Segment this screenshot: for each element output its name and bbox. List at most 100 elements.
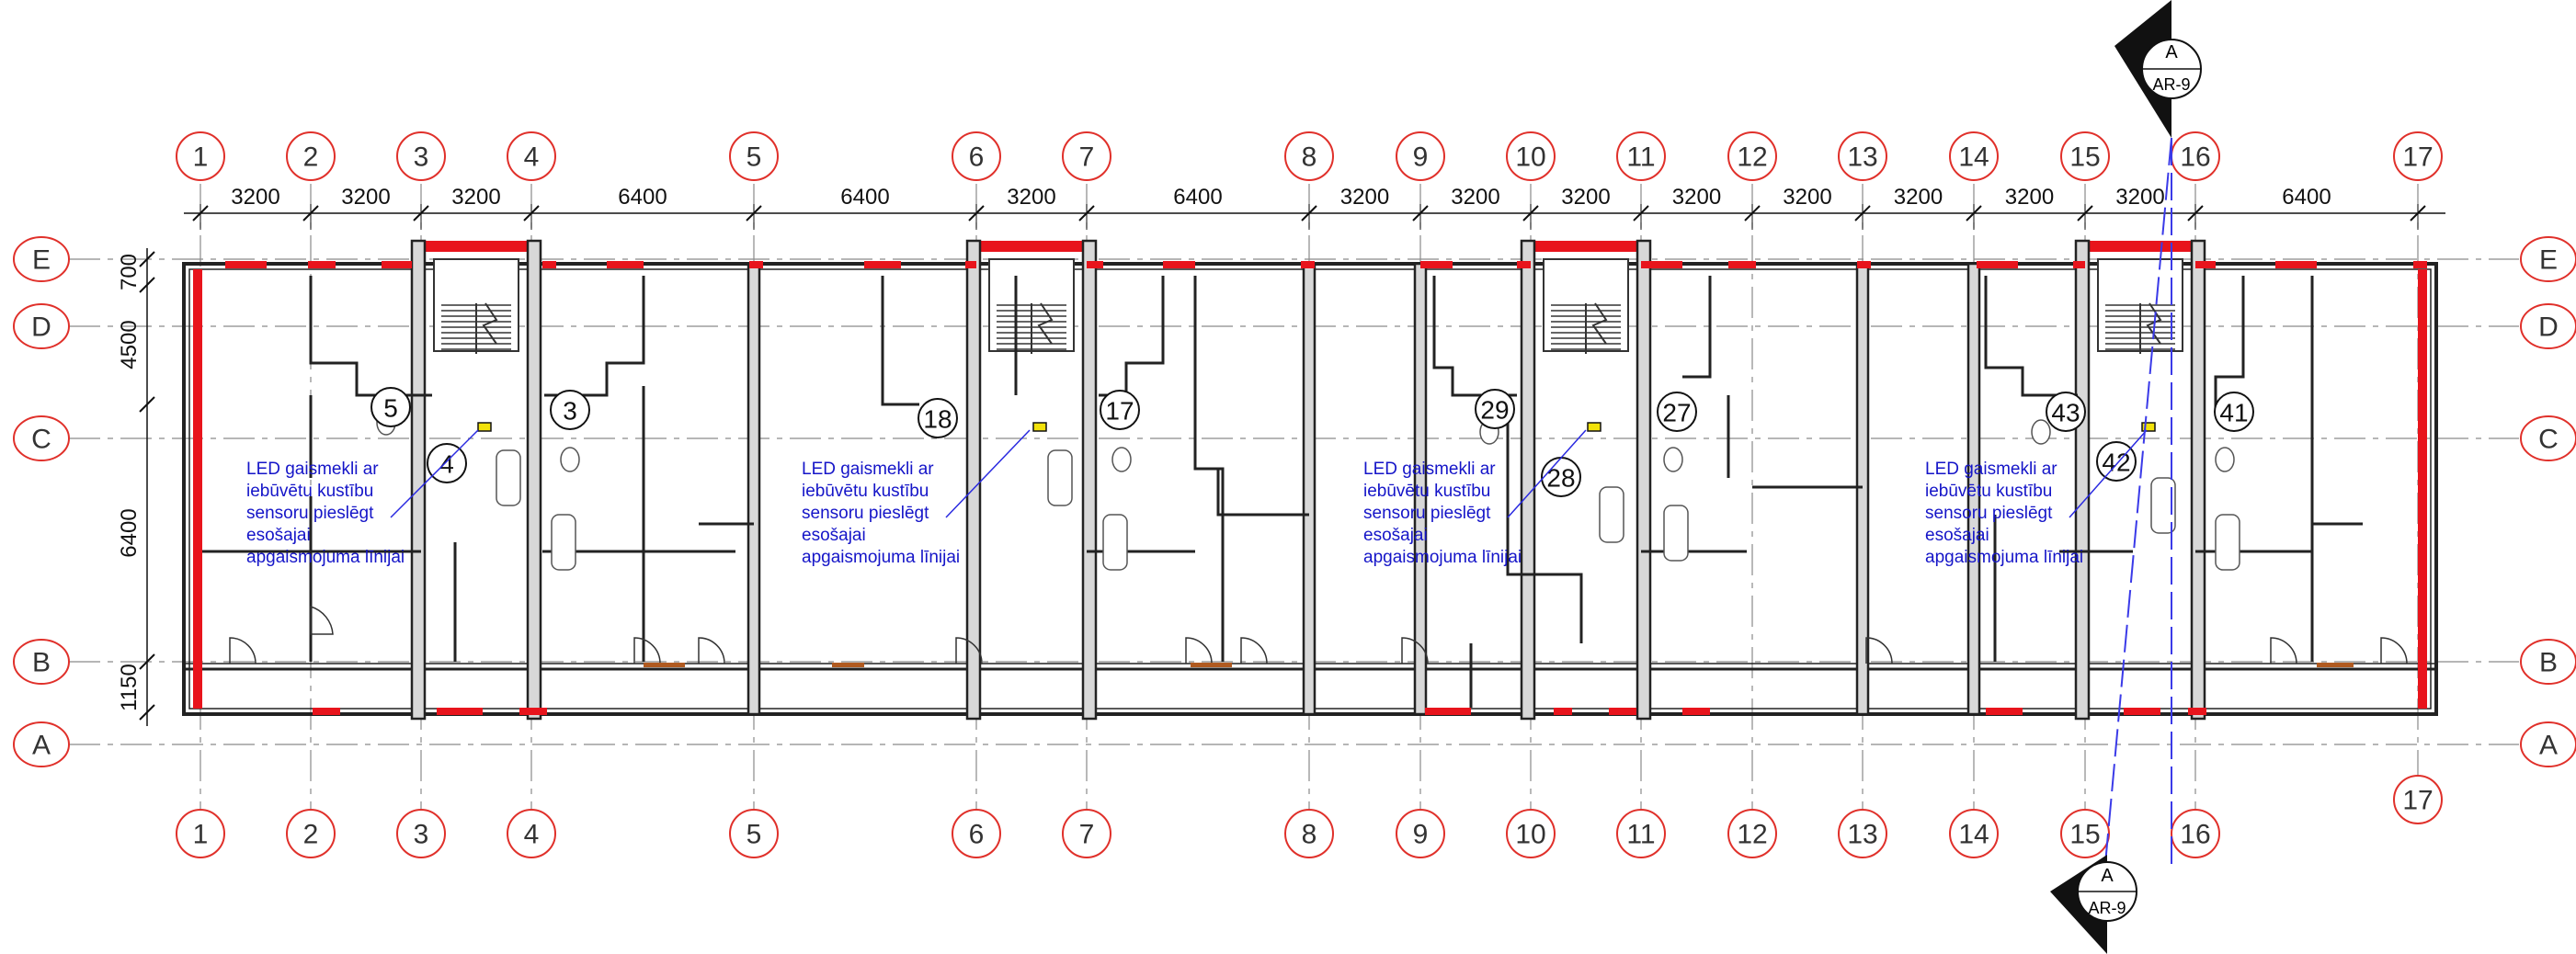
- grid-col-label: 16: [2180, 142, 2210, 173]
- note-line: apgaismojuma līnijai: [246, 548, 405, 567]
- interior-partition: [2214, 276, 2245, 414]
- stair-core: [2074, 239, 2206, 721]
- stair-core: [410, 239, 542, 721]
- partition-wall: [1966, 262, 1981, 716]
- dimension-label: 3200: [1007, 185, 1055, 210]
- grid-col-label: 12: [1737, 820, 1767, 850]
- grid-bubble-col-bottom: 6: [952, 809, 1001, 858]
- grid-col-label: 13: [1847, 820, 1877, 850]
- grid-col-label: 2: [303, 142, 319, 173]
- door-swing: [310, 605, 334, 635]
- grid-bubble-col-bottom: 3: [396, 809, 446, 858]
- grid-col-label: 4: [524, 820, 540, 850]
- grid-col-label: 16: [2180, 820, 2210, 850]
- interior-partition: [1682, 276, 1712, 379]
- note-line: esošajai: [1363, 526, 1428, 545]
- interior-partition: [1216, 469, 1269, 517]
- door-swing: [1240, 637, 1268, 664]
- note-line: esošajai: [1925, 526, 1989, 545]
- grid-bubble-row-right: D: [2520, 303, 2576, 349]
- grid-bubble-col-top: 1: [176, 131, 225, 181]
- dimension-label: 6400: [2282, 185, 2331, 210]
- bathtub-icon: [1102, 514, 1128, 571]
- interior-walls: [202, 262, 2408, 716]
- apartment-number-text: 27: [1662, 399, 1691, 427]
- grid-col-label: 14: [1958, 142, 1989, 173]
- note-line: LED gaismekli ar: [246, 460, 379, 479]
- led-light-icon: [1032, 422, 1047, 432]
- apartment-number: 43: [2046, 392, 2086, 432]
- interior-partition: [1432, 276, 1517, 397]
- grid-row-label: A: [32, 731, 51, 761]
- interior-partition: [544, 276, 645, 397]
- stair-core: [1520, 239, 1652, 721]
- dimension-label: 3200: [1451, 185, 1499, 210]
- grid-bubble-col-top: 16: [2171, 131, 2220, 181]
- grid-bubble-row-left: D: [13, 303, 70, 349]
- apartment-number: 28: [1541, 457, 1581, 497]
- bathtub-icon: [2150, 477, 2176, 534]
- section-mark-bottom[interactable]: A AR-9: [2050, 855, 2137, 954]
- apartment-number-text: 29: [1480, 396, 1509, 425]
- grid-bubble-row-right: A: [2520, 721, 2576, 767]
- section-top-sheet: AR-9: [2152, 75, 2190, 94]
- note-line: iebūvētu kustību: [802, 482, 929, 501]
- apartment-number-text: 3: [563, 397, 577, 426]
- note-line: iebūvētu kustību: [246, 482, 373, 501]
- note-line: esošajai: [802, 526, 866, 545]
- grid-col-label: 14: [1958, 820, 1989, 850]
- note-line: apgaismojuma līnijai: [1363, 548, 1522, 567]
- note-leader-line: [2069, 429, 2148, 518]
- note-line: iebūvētu kustību: [1363, 482, 1490, 501]
- toilet-icon: [560, 447, 580, 472]
- note-line: apgaismojuma līnijai: [802, 548, 960, 567]
- section-mark-top[interactable]: A AR-9: [2114, 0, 2202, 138]
- grid-col-label: 5: [747, 820, 762, 850]
- grid-col-label: 12: [1737, 142, 1767, 173]
- grid-bubble-col-top: 8: [1284, 131, 1334, 181]
- partition-wall: [1302, 262, 1316, 716]
- grid-col-label: 13: [1847, 142, 1877, 173]
- grid-bubble-row-left: B: [13, 639, 70, 685]
- grid-col-label: 4: [524, 142, 540, 173]
- grid-bubble-row-left: E: [13, 236, 70, 282]
- apartment-number: 4: [427, 443, 467, 483]
- grid-bubble-col-top: 14: [1949, 131, 1999, 181]
- grid-col-label: 15: [2069, 820, 2100, 850]
- grid-col-label: 17: [2402, 786, 2433, 816]
- grid-col-label: 10: [1515, 142, 1545, 173]
- grid-bubble-col-bottom: 12: [1727, 809, 1777, 858]
- apartment-number: 17: [1100, 390, 1140, 430]
- dimension-label: 3200: [341, 185, 390, 210]
- apartment-number-text: 5: [383, 394, 398, 423]
- section-bottom-letter: A: [2101, 866, 2114, 886]
- grid-bubble-col-top: 6: [952, 131, 1001, 181]
- grid-col-label: 7: [1079, 820, 1095, 850]
- apartment-number-text: 41: [2219, 399, 2248, 427]
- dimension-label: 6400: [618, 185, 667, 210]
- note-line: sensoru pieslēgt: [1925, 504, 2053, 523]
- note-line: LED gaismekli ar: [1925, 460, 2057, 479]
- grid-bubble-col-bottom: 4: [507, 809, 556, 858]
- interior-partition: [881, 276, 919, 406]
- grid-bubble-col-top: 15: [2060, 131, 2110, 181]
- toilet-icon: [1663, 447, 1683, 472]
- grid-col-label: 11: [1626, 820, 1655, 850]
- door-swing: [955, 637, 983, 664]
- apartment-number: 5: [370, 387, 411, 427]
- door-swing: [1865, 637, 1893, 664]
- dimension-label: 6400: [1173, 185, 1222, 210]
- grid-col-label: 11: [1626, 142, 1655, 173]
- dimension-label: 3200: [1894, 185, 1943, 210]
- bathtub-icon: [1599, 486, 1624, 543]
- grid-bubble-col-top: 2: [286, 131, 336, 181]
- dimension-label-vertical: 1150: [117, 664, 142, 711]
- grid-col-label: 5: [747, 142, 762, 173]
- dimension-label-vertical: 700: [117, 254, 142, 290]
- note-leader-line: [1507, 429, 1587, 518]
